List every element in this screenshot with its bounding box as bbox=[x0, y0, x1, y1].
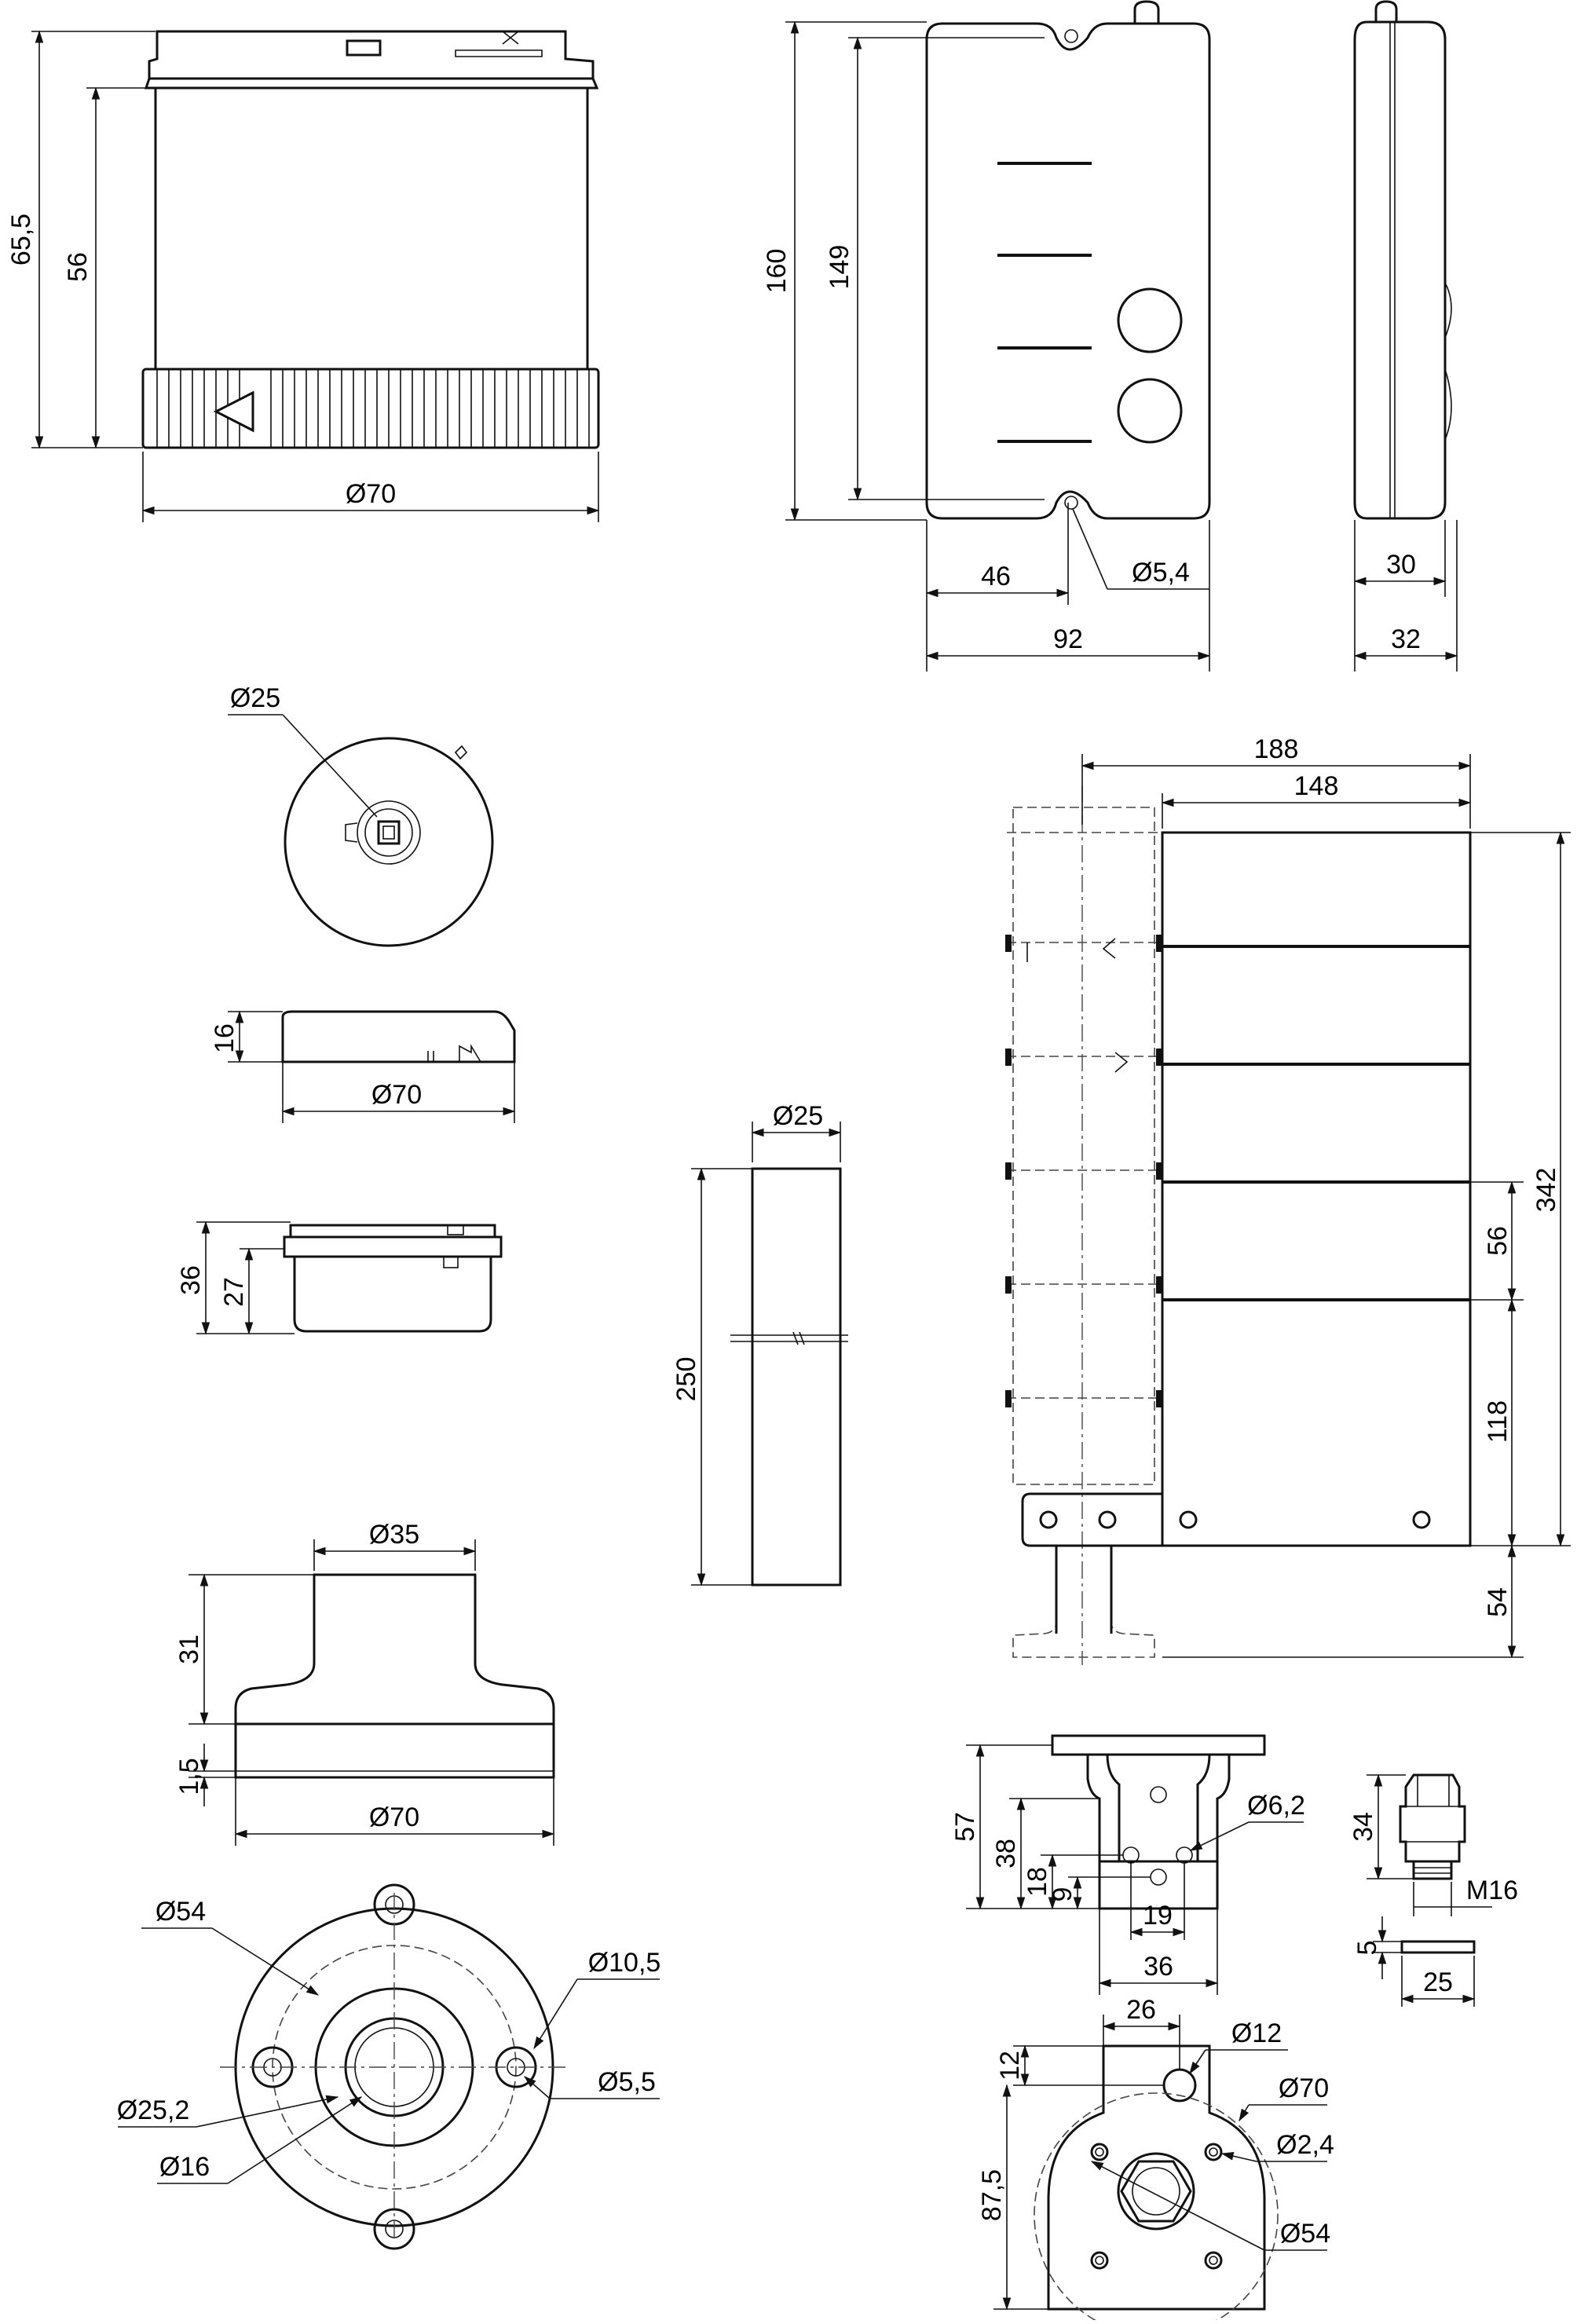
dim-column-height: 342 bbox=[1531, 1168, 1561, 1213]
wall-housing-front-view: 160 149 46 Ø5,4 92 bbox=[762, 0, 1211, 672]
dim-wb-hole: Ø12 bbox=[1231, 2018, 1282, 2048]
dim-housing-total-depth: 32 bbox=[1391, 624, 1421, 654]
dim-wb-small-hole: Ø2,4 bbox=[1276, 2130, 1334, 2160]
dim-gland-height: 34 bbox=[1348, 1812, 1378, 1842]
dim-cap-diameter: Ø70 bbox=[371, 1080, 422, 1110]
dim-cap-height: 16 bbox=[210, 1023, 240, 1053]
dim-nut-width: 25 bbox=[1423, 1967, 1453, 1997]
dim-housing-width: 92 bbox=[1053, 624, 1083, 654]
dim-flange-counterbore: Ø10,5 bbox=[588, 1948, 661, 1978]
module-top-view: Ø25 bbox=[228, 683, 494, 947]
dim-nut-thickness: 5 bbox=[1352, 1941, 1382, 1956]
dim-flange-bolt-circle: Ø54 bbox=[156, 1897, 206, 1927]
dim-bracket-height: 57 bbox=[950, 1812, 980, 1842]
dim-mount-hole: Ø5,4 bbox=[1132, 558, 1190, 587]
dim-module-height: 65,5 bbox=[6, 214, 36, 265]
dim-column-base: 118 bbox=[1483, 1400, 1513, 1443]
dim-column-bottom: 54 bbox=[1483, 1587, 1513, 1617]
dim-foot-diameter: Ø70 bbox=[369, 1802, 419, 1832]
signal-column-assembly-view: 188 148 342 56 118 54 bbox=[1005, 734, 1571, 1665]
foot-flange-top-view: Ø54 Ø10,5 Ø5,5 Ø25,2 Ø16 bbox=[117, 1883, 661, 2250]
dim-half-width: 46 bbox=[981, 562, 1011, 591]
mounting-pole-view: Ø25 250 bbox=[671, 1101, 848, 1587]
dim-housing-depth: 30 bbox=[1386, 550, 1416, 580]
dim-bracket-width: 36 bbox=[1143, 1952, 1173, 1982]
dim-housing-height: 160 bbox=[762, 249, 792, 294]
dim-wb-offset: 26 bbox=[1126, 1995, 1156, 2025]
dim-flange-hole: Ø5,5 bbox=[598, 2067, 656, 2097]
dim-bracket-hole: Ø6,2 bbox=[1247, 1791, 1305, 1821]
dim-bracket-19: 19 bbox=[1143, 1901, 1173, 1931]
dim-bracket-hole-height: 38 bbox=[991, 1839, 1021, 1868]
dim-pole-diameter: Ø25 bbox=[773, 1101, 823, 1131]
dim-column-module: 56 bbox=[1483, 1226, 1513, 1256]
end-cap-side-view: 16 Ø70 bbox=[210, 1010, 516, 1123]
wall-bracket-top-view: 26 12 Ø12 Ø70 Ø2,4 Ø54 87,5 bbox=[977, 1995, 1334, 2324]
foot-mount-side-view: Ø35 31 1,5 Ø70 bbox=[174, 1520, 555, 1846]
dim-flange-inner: Ø25,2 bbox=[117, 2095, 190, 2125]
buzzer-module-side-view: 36 27 bbox=[176, 1221, 503, 1335]
dim-foot-plate: 1,5 bbox=[174, 1758, 204, 1795]
dim-hole-spacing: 149 bbox=[825, 245, 854, 290]
dim-bracket-18: 18 bbox=[1023, 1867, 1052, 1897]
dim-wb-height: 87,5 bbox=[977, 2169, 1007, 2221]
dim-gland-thread: M16 bbox=[1466, 1876, 1518, 1905]
dim-flange-bore: Ø16 bbox=[159, 2152, 210, 2182]
dim-top-diameter: Ø25 bbox=[230, 683, 280, 713]
dim-column-housing-width: 148 bbox=[1294, 771, 1339, 801]
lock-nut-view: 5 25 bbox=[1352, 1916, 1476, 2007]
dim-wb-circle: Ø70 bbox=[1279, 2073, 1329, 2103]
dim-buzzer-height: 36 bbox=[176, 1265, 206, 1295]
dim-wb-hole-offset: 12 bbox=[995, 2051, 1025, 2081]
dim-module-diameter: Ø70 bbox=[346, 479, 396, 509]
dim-buzzer-body-height: 27 bbox=[219, 1277, 249, 1307]
signal-module-side-view: 65,5 56 Ø70 bbox=[6, 30, 600, 522]
wall-bracket-side-view: 57 38 18 9 Ø6,2 19 36 bbox=[950, 1734, 1305, 1995]
dim-column-total-width: 188 bbox=[1254, 734, 1299, 764]
dim-pole-length: 250 bbox=[671, 1357, 701, 1402]
dim-foot-top-diameter: Ø35 bbox=[369, 1520, 419, 1550]
dim-foot-height: 31 bbox=[174, 1634, 204, 1664]
dim-module-body-height: 56 bbox=[63, 252, 93, 282]
cable-gland-view: 34 M16 bbox=[1348, 1773, 1518, 1916]
dim-bracket-9: 9 bbox=[1048, 1887, 1078, 1902]
dim-wb-bolt-circle: Ø54 bbox=[1280, 2219, 1330, 2249]
wall-housing-side-view: 30 32 bbox=[1353, 0, 1458, 672]
